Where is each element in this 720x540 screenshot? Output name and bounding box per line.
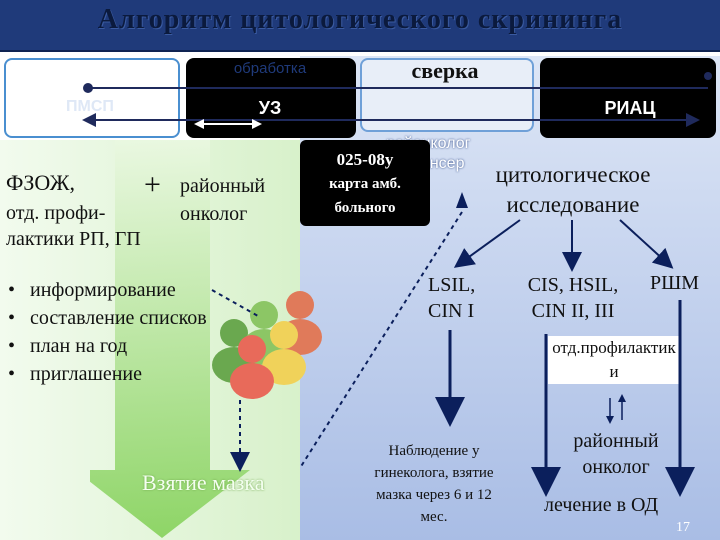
- cis-label: CIS, HSIL, CIN II, III: [527, 274, 619, 322]
- processing-label: обработка: [233, 60, 307, 77]
- lsil-label: LSIL, CIN I: [428, 274, 476, 322]
- form-line-2: карта амб.: [329, 176, 401, 192]
- observation-label: Наблюдение у гинеколога, взятие мазка че…: [374, 443, 494, 525]
- plus-sign: +: [144, 168, 161, 201]
- treatment-label: лечение в ОД: [544, 494, 659, 516]
- rshm-label: РШМ: [650, 272, 700, 294]
- smear-label: Взятие мазка: [142, 470, 265, 495]
- district-oncologist-right: районный онколог: [573, 430, 659, 478]
- top-connectors: [82, 72, 712, 129]
- fzozh-label: ФЗОЖ,: [6, 170, 75, 195]
- list-item: план на год: [8, 332, 207, 360]
- prof-dept-label-2: лактики РП, ГП: [6, 228, 141, 250]
- title-bar: [0, 0, 720, 52]
- district-oncologist-left: районный онколог: [180, 175, 266, 225]
- cyto-study-label: цитологическое исследование: [495, 162, 651, 217]
- prof-dept-right: отд.профилактики: [548, 336, 680, 384]
- people-group-icon: [212, 291, 322, 399]
- pmsp-label: ПМСП: [66, 98, 114, 115]
- uz-label: УЗ: [258, 98, 282, 118]
- form-line-1: 025-08у: [336, 150, 394, 169]
- riac-label: РИАЦ: [604, 98, 656, 118]
- form-025-box: [300, 140, 430, 226]
- page-number: 17: [676, 520, 690, 535]
- prof-dept-label: отд. профи-: [6, 202, 106, 224]
- action-list: информирование составление списков план …: [8, 276, 207, 388]
- page-title: Алгоритм цитологического скрининга: [97, 4, 623, 35]
- check-label: сверка: [411, 58, 479, 83]
- list-item: составление списков: [8, 304, 207, 332]
- list-item: приглашение: [8, 360, 207, 388]
- list-item: информирование: [8, 276, 207, 304]
- form-line-3: больного: [334, 200, 396, 216]
